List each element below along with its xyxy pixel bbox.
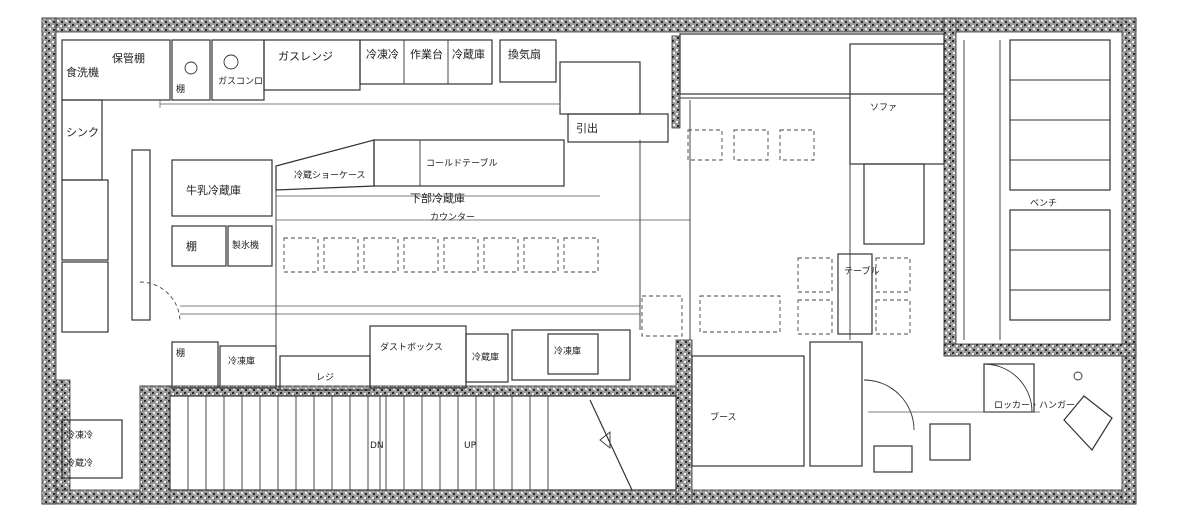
middle-fixtures	[171, 139, 690, 390]
label-staff-fridge: 冷凍冷	[66, 429, 93, 441]
label-shelf-a: 作業台	[410, 47, 443, 61]
label-counter-under-fridge: 下部冷蔵庫	[410, 191, 465, 205]
label-stair-up: UP	[464, 441, 477, 451]
label-cold-table: コールドテーブル	[426, 157, 497, 169]
walls	[41, 17, 1137, 505]
label-lid-rack: 棚	[186, 239, 197, 253]
lower-counter	[171, 295, 683, 391]
label-waste-fridge: 冷凍庫	[228, 355, 255, 367]
label-stair-dn: DN	[370, 441, 384, 451]
lower-right	[691, 341, 1113, 473]
label-fridge-a: 冷凍冷	[366, 48, 399, 61]
label-booth: ブース	[710, 411, 737, 423]
label-milk-fridge: 牛乳冷蔵庫	[186, 183, 241, 197]
label-dishwasher: 食洗機	[66, 65, 99, 79]
label-cold-room: 冷凍庫	[554, 345, 581, 357]
label-sink: シンク	[66, 126, 99, 139]
label-wall-bench: ベンチ	[1030, 198, 1057, 209]
seating-area	[679, 33, 945, 340]
kitchen-top-row	[61, 39, 669, 143]
wall-left	[41, 17, 57, 505]
wall-lower-left	[55, 379, 71, 491]
label-counter: カウンター	[430, 212, 475, 223]
label-storage-shelf: 保管棚	[112, 51, 145, 65]
wall-room-top	[943, 343, 1137, 357]
seating-row	[283, 237, 599, 273]
label-sofa: ソファ	[870, 103, 897, 113]
label-ice-maker: 製氷機	[232, 239, 259, 251]
label-rack: 棚	[176, 83, 185, 95]
label-locker: ロッカー・ハンガー	[994, 400, 1075, 411]
wall-top	[41, 17, 1137, 33]
wall-stair-left	[139, 385, 171, 505]
right-room	[963, 39, 1111, 340]
label-staff-shelf: 冷蔵冷	[66, 457, 93, 469]
labels: 食洗機 保管棚 棚 ガスコンロ ガスレンジ 冷凍冷 作業台 冷蔵庫 換気扇 引出…	[66, 47, 1075, 469]
label-table-set: テーブル	[844, 265, 879, 277]
left-column	[61, 99, 181, 479]
label-cashier: レジ	[316, 373, 334, 383]
staircase	[169, 395, 677, 491]
wall-partition-right	[943, 17, 957, 357]
label-fridge-b: 冷蔵庫	[452, 47, 485, 61]
label-gas-range: ガスレンジ	[278, 50, 333, 63]
label-shelving: 棚	[176, 347, 185, 359]
wall-partition-mid	[671, 35, 681, 129]
label-drawer: 引出	[576, 121, 598, 135]
label-display-fridge: 冷蔵ショーケース	[294, 169, 366, 181]
label-gas-cooker: ガスコンロ	[218, 76, 263, 87]
wall-right	[1121, 17, 1137, 505]
label-cup-rack: 冷蔵庫	[472, 351, 499, 363]
label-hood-box: 換気扇	[508, 47, 541, 61]
label-pos-counter: ダストボックス	[380, 341, 443, 353]
wall-bottom	[41, 489, 1137, 505]
wall-stair-right	[675, 339, 693, 505]
